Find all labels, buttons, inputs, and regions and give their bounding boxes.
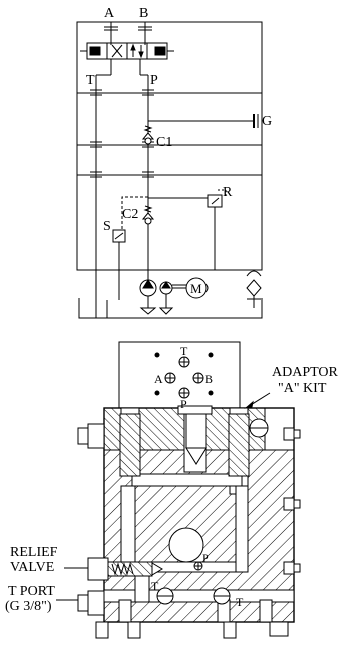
relief-valve-r-label: R — [223, 185, 233, 200]
port-a-label: A — [104, 6, 115, 21]
schematic-labels: A B T P G C1 C2 R S M — [86, 6, 272, 296]
relief-valve-label-line2: VALVE — [10, 560, 54, 575]
port-b-label: B — [139, 6, 148, 21]
t-port-label-line2: (G 3/8") — [5, 599, 52, 614]
inner-t1-label: T — [151, 579, 159, 593]
motor-label: M — [190, 281, 202, 296]
motor-symbol — [185, 277, 207, 299]
port-t-label: T — [86, 73, 95, 88]
t-port-label-line1: T PORT — [8, 584, 55, 599]
inner-p-label: P — [202, 551, 209, 565]
manifold-cross-section — [56, 341, 301, 639]
adaptor-label-line1: ADAPTOR — [272, 365, 339, 380]
section-labels: T A B P ADAPTOR "A" KIT RELIEF VALVE T P… — [5, 344, 339, 614]
directional-valve-symbol — [80, 42, 174, 60]
check-valve-c1-label: C1 — [156, 135, 172, 150]
check-valve-c2-label: C2 — [122, 207, 138, 222]
check-valve-c2-symbol — [141, 205, 155, 225]
relief-valve-cartridge — [87, 557, 163, 581]
adaptor-label-line2: "A" KIT — [278, 381, 327, 396]
inner-t2-label: T — [236, 595, 244, 609]
relief-valve-label-line1: RELIEF — [10, 545, 58, 560]
adaptor-plate — [118, 341, 241, 409]
hydraulic-schematic — [76, 21, 263, 319]
sequence-valve-s-label: S — [103, 219, 111, 234]
tank-outline — [78, 298, 263, 319]
plate-p-label: P — [180, 397, 187, 411]
plate-b-label: B — [205, 372, 213, 386]
gauge-port-label: G — [262, 114, 272, 129]
plate-a-label: A — [154, 372, 163, 386]
plate-t-label: T — [180, 344, 188, 358]
check-valve-c1-symbol — [141, 125, 155, 145]
manifold-outline — [76, 21, 263, 271]
port-p-label: P — [150, 73, 158, 88]
filler-breather-symbol — [246, 270, 262, 308]
